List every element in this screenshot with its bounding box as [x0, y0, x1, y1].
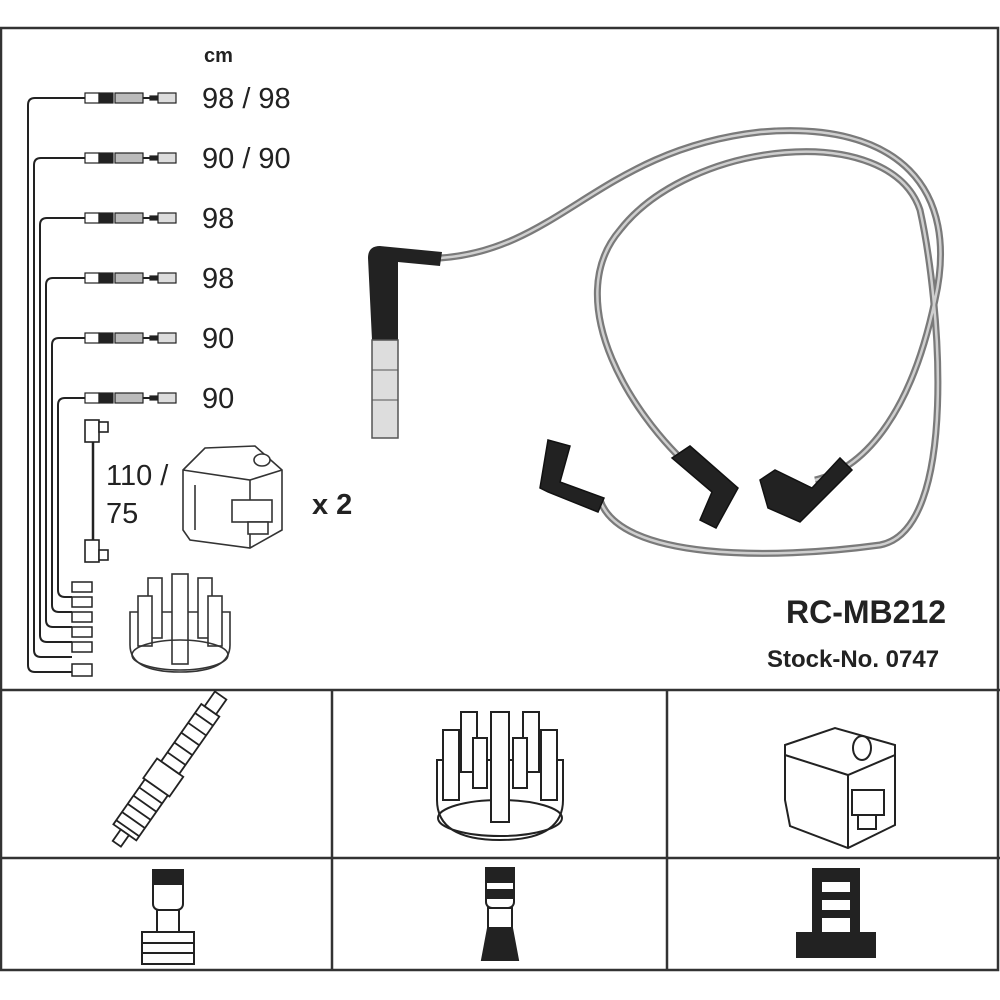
distributor-cap-icon	[129, 573, 231, 673]
plug-connectors	[84, 92, 177, 404]
coil-lead-length-2: 75	[106, 498, 139, 530]
plug-connector	[84, 152, 177, 164]
harness-wires	[439, 127, 945, 557]
length-label-5: 90	[202, 323, 235, 355]
length-label-3: 98	[202, 203, 235, 235]
length-label-1: 98 / 98	[202, 83, 291, 115]
length-label-6: 90	[202, 383, 235, 415]
harness-wire-cores	[439, 129, 942, 555]
plug-connector	[84, 272, 177, 284]
distributor-cap-icon-large	[436, 711, 564, 842]
coil-boot	[368, 246, 442, 439]
ignition-coil-icon	[182, 445, 283, 549]
plug-terminal-flat-icon	[796, 868, 876, 958]
plug-connector	[84, 212, 177, 224]
stock-number: Stock-No. 0747	[767, 646, 940, 673]
frame-grid	[0, 26, 1000, 972]
coil-lead-drawing	[84, 419, 109, 563]
ignition-coil-icon-large	[784, 726, 896, 850]
coil-lead-length-1: 110 /	[106, 460, 169, 492]
coil-quantity: x 2	[312, 489, 353, 521]
wire-bundle	[27, 97, 85, 673]
spark-plug-boots	[539, 439, 854, 529]
spark-plug-icon	[111, 690, 228, 848]
product-code: RC-MB212	[786, 594, 947, 630]
length-label-2: 90 / 90	[202, 143, 291, 175]
plug-terminal-tapered-icon	[480, 867, 520, 961]
unit-label: cm	[204, 45, 233, 67]
plug-connector	[84, 332, 177, 344]
distributor-terminals	[71, 581, 93, 677]
length-label-4: 98	[202, 263, 235, 295]
plug-connector	[84, 92, 177, 104]
plug-connector	[84, 392, 177, 404]
plug-terminal-straight-icon	[141, 869, 195, 965]
